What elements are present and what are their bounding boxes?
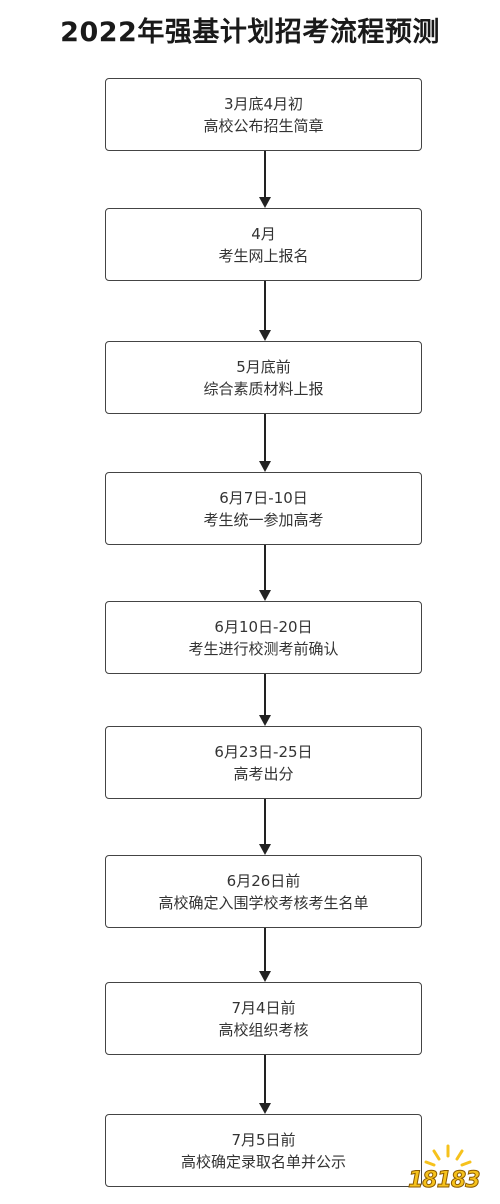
step-description: 高校公布招生简章 (203, 116, 324, 135)
flow-step-9: 7月5日前 高校确定录取名单并公示 (105, 1114, 422, 1187)
flow-step-1: 3月底4月初 高校公布招生简章 (105, 78, 422, 151)
step-date: 3月底4月初 (223, 94, 304, 113)
sparkle-icon (424, 1144, 472, 1167)
step-date: 7月4日前 (231, 998, 296, 1017)
step-description: 综合素质材料上报 (203, 379, 324, 398)
watermark-logo: 18183 (386, 1142, 496, 1198)
step-description: 高考出分 (233, 764, 294, 783)
step-date: 6月10日-20日 (214, 617, 313, 636)
step-description: 高校确定录取名单并公示 (180, 1152, 346, 1171)
flow-step-2: 4月 考生网上报名 (105, 208, 422, 281)
step-date: 4月 (251, 224, 276, 243)
step-description: 高校组织考核 (218, 1020, 309, 1039)
flow-step-7: 6月26日前 高校确定入围学校考核考生名单 (105, 855, 422, 928)
flow-step-6: 6月23日-25日 高考出分 (105, 726, 422, 799)
step-description: 考生网上报名 (218, 246, 309, 265)
step-date: 6月7日-10日 (219, 488, 308, 507)
flow-step-4: 6月7日-10日 考生统一参加高考 (105, 472, 422, 545)
step-date: 5月底前 (236, 357, 291, 376)
step-date: 6月26日前 (226, 871, 301, 890)
page-title: 2022年强基计划招考流程预测 (60, 17, 440, 48)
flow-step-8: 7月4日前 高校组织考核 (105, 982, 422, 1055)
step-description: 考生进行校测考前确认 (188, 639, 339, 658)
flow-step-5: 6月10日-20日 考生进行校测考前确认 (105, 601, 422, 674)
step-date: 7月5日前 (231, 1130, 296, 1149)
step-date: 6月23日-25日 (214, 742, 313, 761)
watermark-text: 18183 (408, 1168, 482, 1194)
step-description: 高校确定入围学校考核考生名单 (158, 893, 369, 912)
step-description: 考生统一参加高考 (203, 510, 324, 529)
flow-step-3: 5月底前 综合素质材料上报 (105, 341, 422, 414)
